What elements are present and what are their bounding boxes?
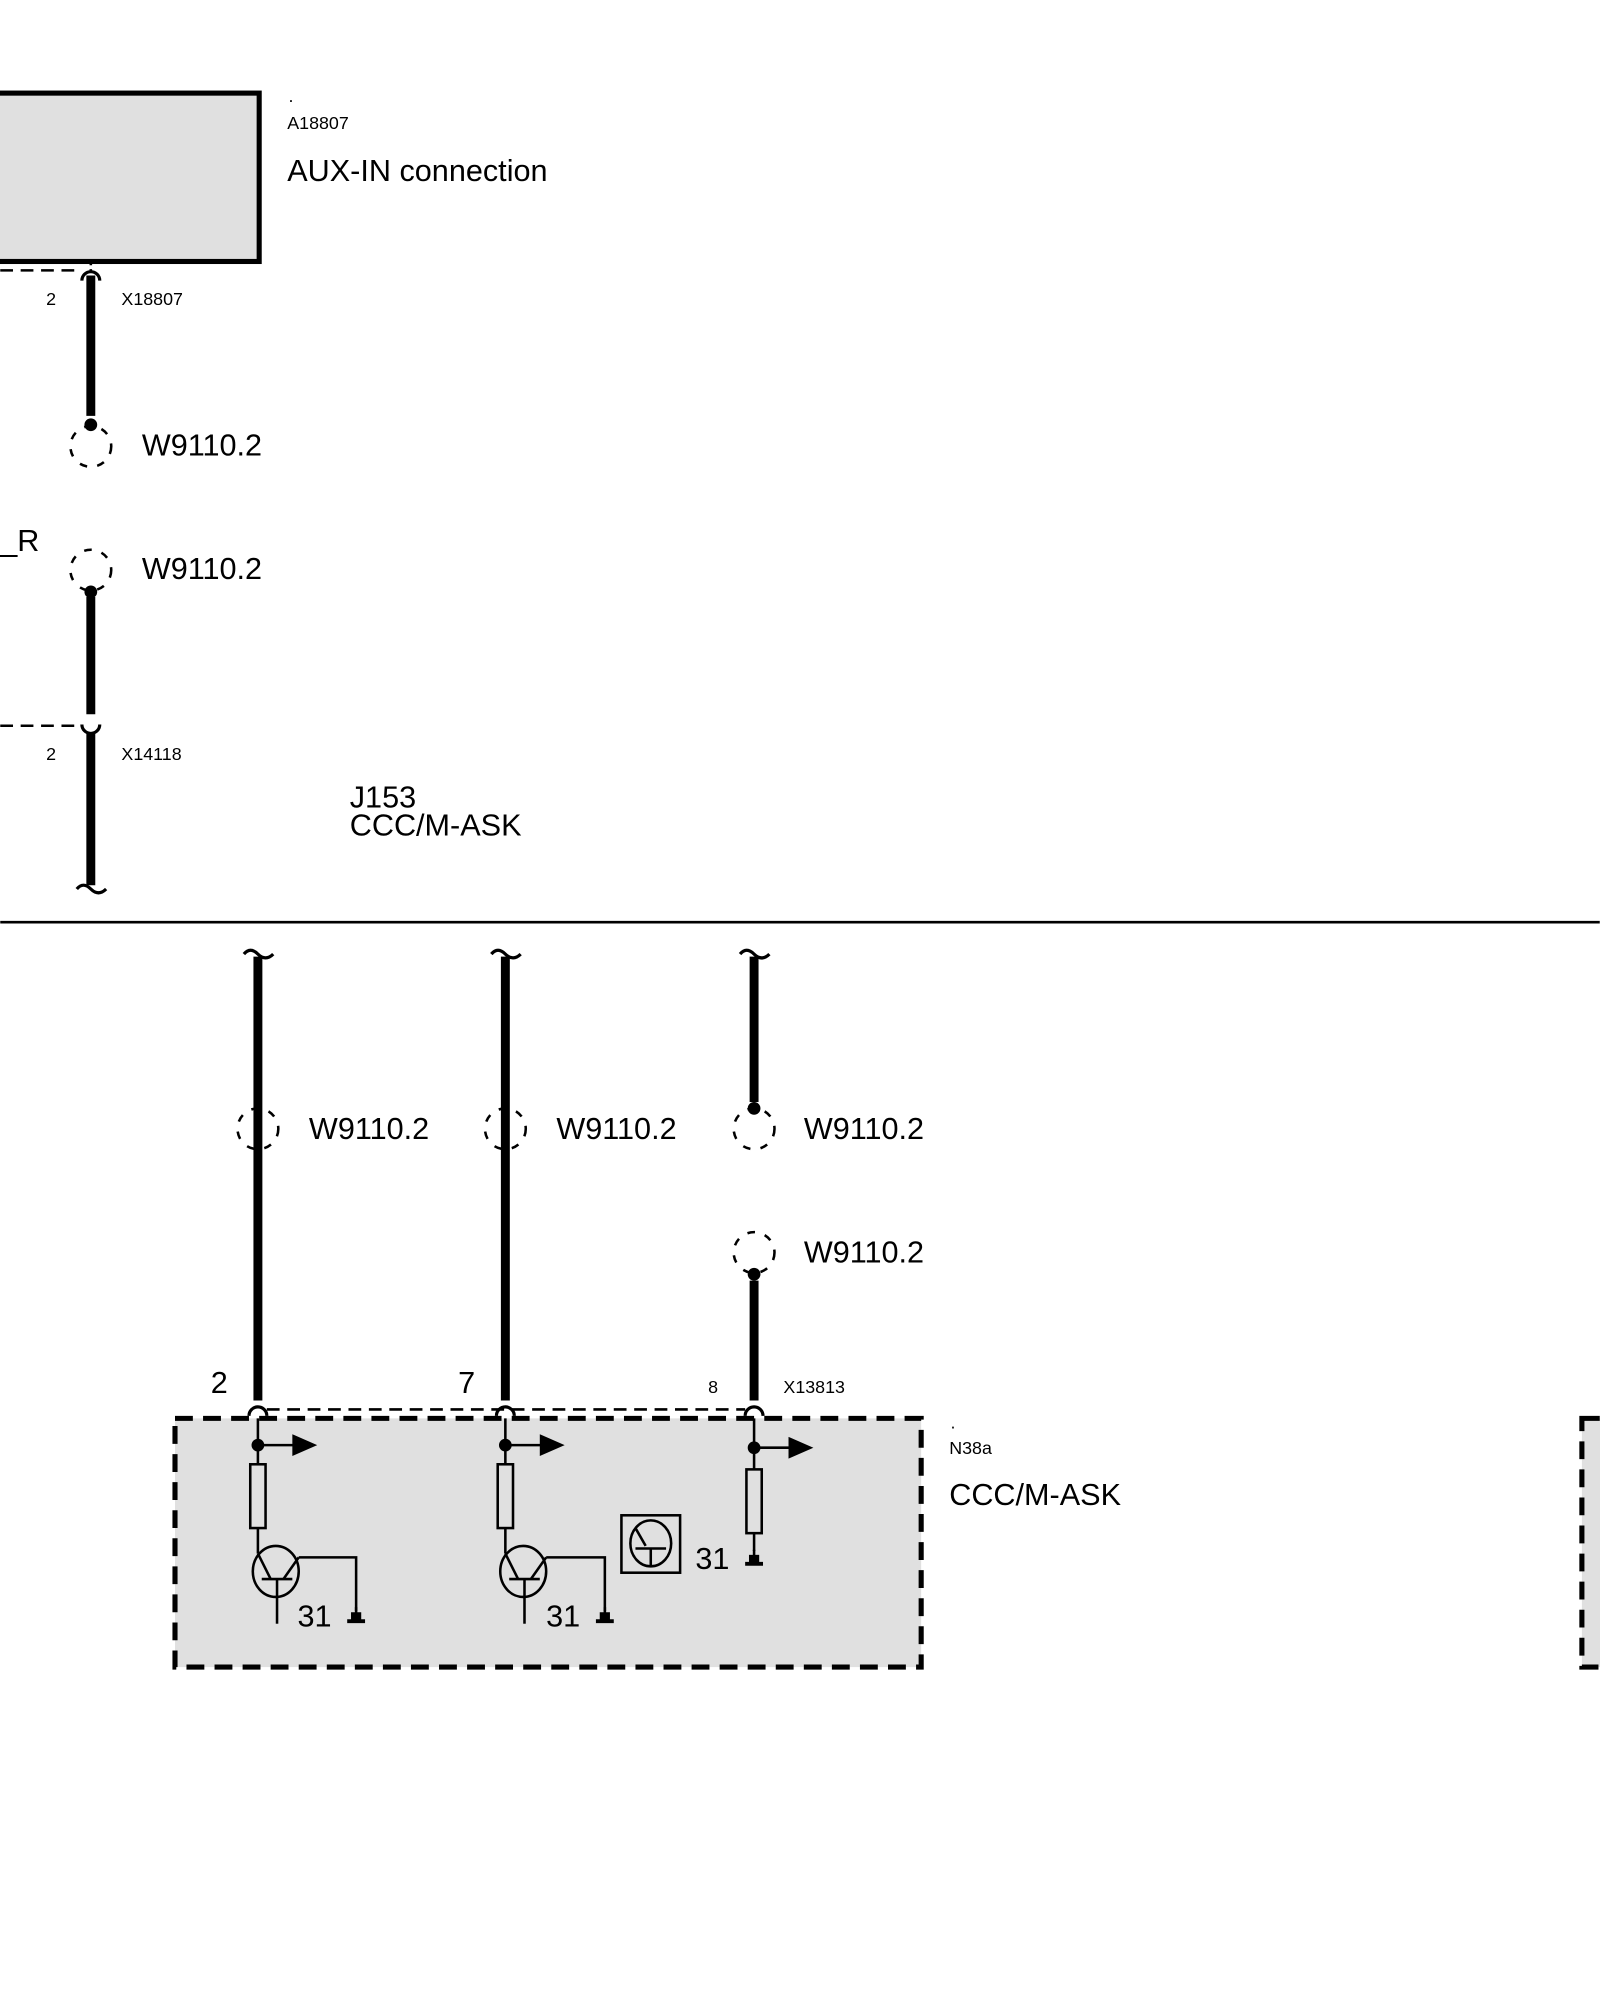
splice-icon	[69, 424, 113, 469]
splice-icon	[732, 1107, 776, 1151]
component-id: N38a	[949, 1438, 992, 1458]
transistor-circuit-1	[248, 1418, 367, 1624]
wire-break-icon	[490, 948, 522, 960]
connector-id: X13813	[783, 1377, 845, 1397]
connector-icon	[80, 270, 102, 281]
side-label: _R	[0, 524, 39, 558]
ground-label: 31	[546, 1599, 580, 1633]
connector-pin: 7	[458, 1366, 475, 1400]
component-id: A18807	[287, 113, 349, 133]
connector-pin: 2	[211, 1366, 228, 1400]
transistor-circuit-2	[496, 1418, 616, 1624]
connector-pin: 8	[708, 1377, 718, 1397]
connector-pin: 2	[46, 289, 56, 309]
wire-label: W9110.2	[804, 1236, 924, 1270]
component-dot: .	[951, 1413, 956, 1433]
wire-label: W9110.2	[556, 1112, 676, 1146]
ccc-module[interactable]	[172, 1415, 924, 1670]
aux-in-module[interactable]	[0, 90, 262, 265]
wire-label: W9110.2	[804, 1112, 924, 1146]
wire-break-icon	[242, 948, 275, 960]
connector-id: X18807	[121, 289, 183, 309]
wire-column-3: W9110.2 W9110.2 8	[708, 948, 924, 1401]
wire-label: W9110.2	[142, 552, 262, 586]
connector-pin: 2	[46, 744, 56, 764]
wire-break-icon	[75, 883, 108, 895]
splice-icon	[483, 1107, 528, 1151]
splice-icon	[236, 1107, 280, 1151]
wire-column-1: W9110.2 2	[211, 948, 429, 1401]
component-name: AUX-IN connection	[287, 154, 547, 188]
wire-break-icon	[738, 948, 771, 960]
wire-column-2: W9110.2 7	[458, 948, 677, 1401]
reference-name: CCC/M-ASK	[350, 808, 522, 842]
wire-label: W9110.2	[142, 428, 262, 462]
component-dot: .	[289, 86, 294, 106]
splice-icon	[69, 548, 113, 592]
adjacent-module[interactable]	[1579, 1415, 1600, 1670]
ground-label: 31	[695, 1542, 729, 1576]
splice-icon	[732, 1230, 776, 1275]
wire-label: W9110.2	[309, 1112, 429, 1146]
component-name: CCC/M-ASK	[949, 1478, 1121, 1512]
ground-label: 31	[297, 1599, 331, 1633]
transistor-symbol-box	[620, 1514, 682, 1574]
connector-id: X14118	[121, 744, 181, 764]
resistor-circuit-3	[743, 1418, 814, 1566]
connector-icon	[80, 724, 102, 735]
reference-id: J153	[350, 780, 416, 814]
